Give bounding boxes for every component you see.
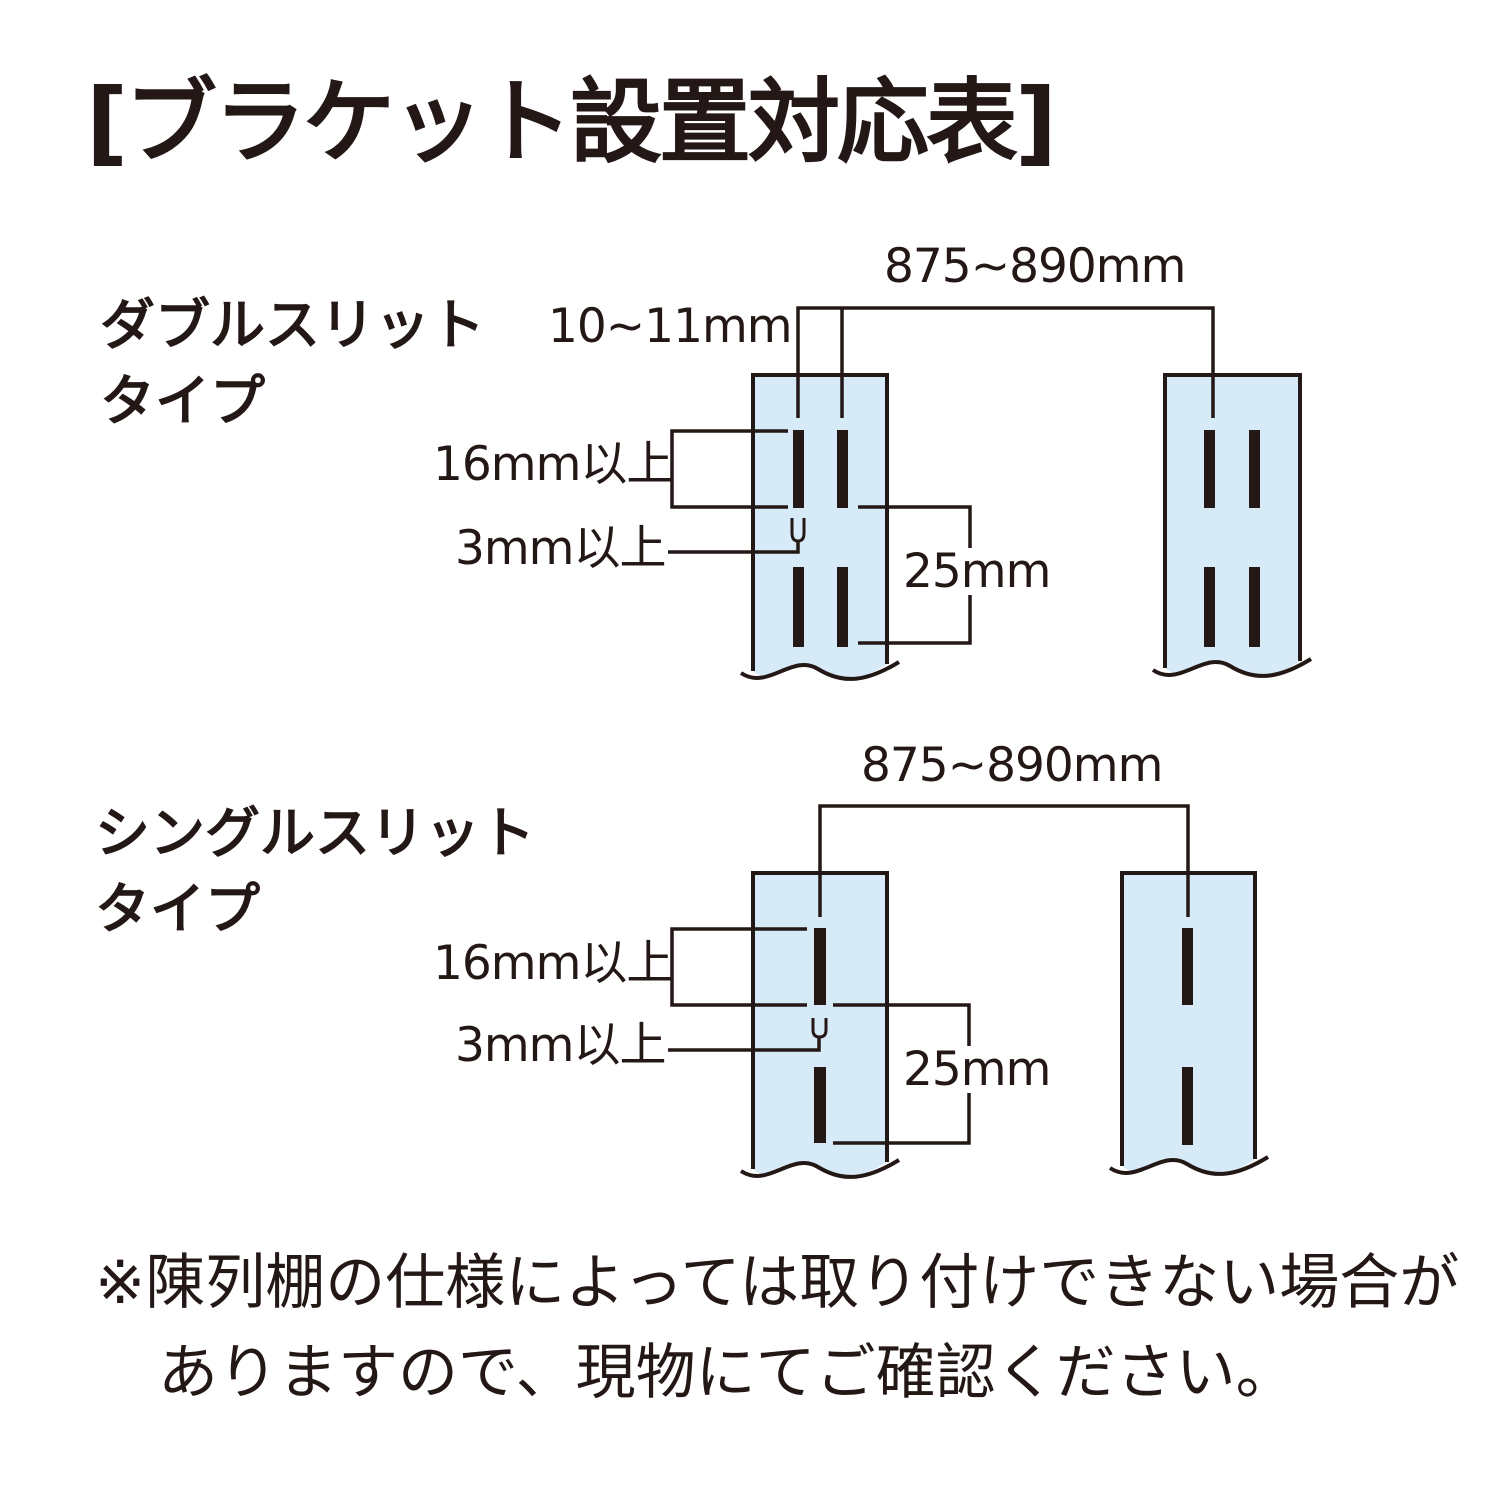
slit-length-bracket [670, 429, 788, 509]
slit [1182, 1067, 1193, 1145]
slit [814, 928, 826, 1005]
slit [1204, 430, 1215, 508]
post-left-single-wave-edge [739, 1158, 901, 1179]
lip-leader-line [668, 1037, 821, 1052]
dim-label-pitch: 25mm [898, 1046, 1056, 1093]
dim-label-slit-length: 16mm以上 [433, 936, 673, 991]
section-label-double-slit: ダブルスリット タイプ [100, 288, 485, 440]
section-label-line1: ダブルスリット [100, 293, 486, 357]
dim-label-pitch: 25mm [898, 548, 1056, 595]
post-left-double-wave-edge [739, 660, 901, 681]
dim-label-lip: 3mm以上 [455, 1018, 666, 1073]
slit [1182, 928, 1193, 1005]
dim-label-width: 875~890mm [861, 738, 1163, 793]
slit [793, 430, 804, 508]
dim-label-lip: 3mm以上 [455, 521, 666, 576]
post-right-single-wave-edge [1108, 1155, 1270, 1176]
section-label-single-slit: シングルスリット タイプ [95, 796, 535, 948]
width-dimension-line [796, 306, 1215, 418]
dim-label-slit-length: 16mm以上 [433, 437, 673, 492]
width-dimension-line [818, 804, 1190, 917]
section-label-line1: シングルスリット [95, 801, 536, 865]
slit [814, 1067, 826, 1143]
post-left-double-outline [751, 373, 889, 671]
single-slit-diagram [668, 804, 1270, 1179]
lip-leader-line [668, 541, 800, 554]
section-label-line2: タイプ [95, 876, 261, 941]
slit-length-bracket [670, 927, 807, 1007]
dim-label-slit-gap: 10~11mm [548, 299, 793, 354]
section-label-line2: タイプ [100, 368, 266, 433]
footnote-line1: ※陳列棚の仕様によっては取り付けできない場合が [95, 1248, 1460, 1318]
slit [1249, 567, 1260, 647]
double-slit-diagram [668, 306, 1313, 681]
slit [837, 567, 848, 647]
slit [837, 430, 848, 508]
slit [793, 567, 804, 647]
dim-label-width: 875~890mm [884, 239, 1186, 294]
slit [1249, 430, 1260, 508]
footnote-line2: ありますので、現物にてご確認ください。 [158, 1338, 1296, 1408]
post-left-double [753, 375, 887, 679]
post-right-single [1122, 873, 1255, 1174]
post-left-single [753, 873, 887, 1177]
post-right-double-wave-edge [1151, 657, 1313, 678]
slit [1204, 567, 1215, 647]
page-title: [ブラケット設置対応表] [86, 69, 1057, 176]
post-right-double [1165, 375, 1300, 676]
post-right-double-outline [1163, 373, 1302, 668]
